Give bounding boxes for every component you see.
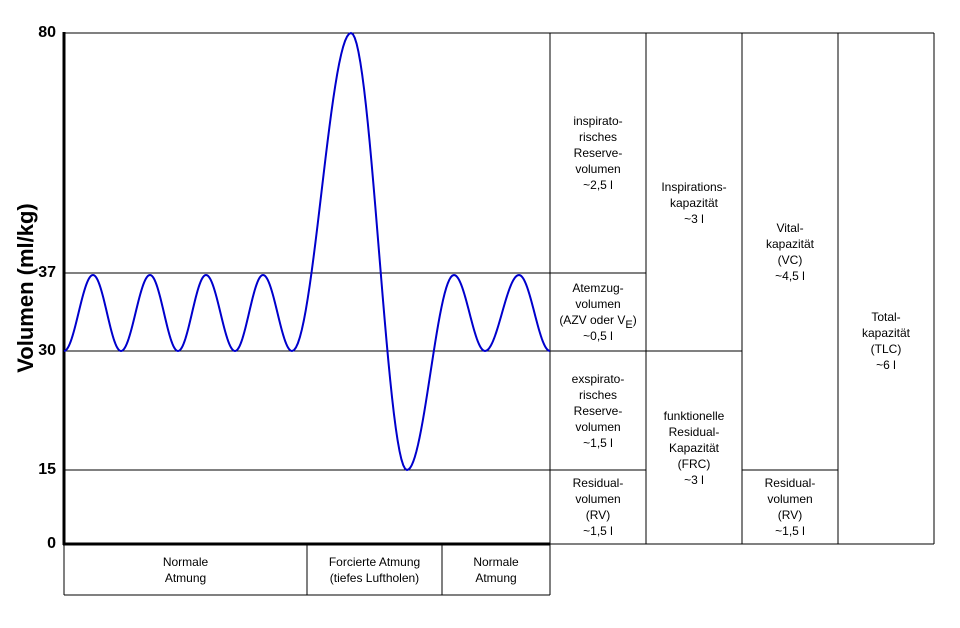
cell-text-part: ): [632, 313, 637, 327]
cell-total-lung-capacity: Total-kapazität(TLC)~6 l: [838, 33, 934, 628]
cell-text-line: Normale: [162, 554, 209, 569]
cell-text-line: Atmung: [475, 570, 517, 585]
cell-inspiratory-capacity: Inspirations-kapazität ~3 l: [646, 33, 742, 373]
cell-text-line: ~2,5 l: [583, 178, 613, 192]
cell-text-line: Residual-: [668, 424, 720, 439]
y-axis-title: Volumen (ml/kg): [13, 203, 38, 373]
cell-text-line: volumen: [767, 492, 813, 506]
tick-0: 0: [47, 535, 56, 552]
cell-text-line: Forcierte Atmung: [328, 554, 421, 569]
tick-30: 30: [38, 342, 56, 359]
cell-text-line: Residual-: [764, 476, 816, 490]
cell-text-line: (AZV oder VE): [559, 312, 637, 331]
tick-80: 80: [38, 24, 56, 41]
cell-text-line: (RV): [777, 508, 803, 522]
cell-text-line: volumen: [575, 297, 621, 311]
cell-vital-capacity: Vital-kapazität(VC)~4,5 l: [742, 33, 838, 470]
cell-text-line: ~4,5 l: [775, 268, 805, 283]
cell-text-line: Kapazität: [668, 440, 720, 455]
cell-text-line: exspirato-: [571, 371, 625, 386]
cell-text-line: Reserve-: [573, 403, 623, 418]
cell-text-line: risches: [578, 387, 617, 402]
cell-text-line: ~1,5 l: [583, 524, 613, 538]
cell-residual-volume-2: Residual-volumen (RV) ~1,5 l: [742, 470, 838, 544]
cell-text-line: funktionelle: [663, 408, 725, 423]
cell-text-line: kapazität: [861, 325, 911, 340]
cell-text-line: (tiefes Luftholen): [329, 570, 420, 585]
cell-text-line: Inspirations-: [661, 180, 727, 194]
cell-text-line: Residual-: [572, 476, 624, 490]
cell-text-line: (RV): [585, 508, 611, 522]
cell-text-line: volumen: [575, 419, 621, 434]
cell-text-line: ~3 l: [684, 472, 704, 487]
volume-curve: [63, 31, 551, 472]
tick-15: 15: [38, 461, 56, 478]
cell-text-line: kapazität: [765, 236, 815, 251]
cell-text-line: Reserve-: [573, 146, 623, 160]
cell-text-line: risches: [578, 130, 617, 144]
cell-text-line: Normale: [473, 554, 519, 569]
cell-text-line: volumen: [575, 162, 621, 176]
cell-text-line: kapazität: [669, 196, 719, 210]
tick-37: 37: [38, 264, 56, 281]
cell-text-line: ~3 l: [684, 212, 704, 226]
cell-tidal-volume: Atemzug-volumen(AZV oder VE)~0,5 l: [550, 273, 646, 351]
cell-text-line: ~0,5 l: [583, 329, 613, 343]
cell-text-line: volumen: [575, 492, 621, 506]
phase-forced-breathing: Forcierte Atmung(tiefes Luftholen): [307, 544, 442, 595]
cell-residual-volume: Residual-volumen (RV) ~1,5 l: [550, 470, 646, 544]
cell-text-part: (AZV oder V: [559, 313, 626, 327]
cell-text-line: (TLC): [870, 341, 902, 356]
cell-text-line: inspirato-: [573, 114, 623, 128]
cell-text-line: (VC): [777, 252, 803, 267]
cell-text-line: Total-: [871, 309, 901, 324]
cell-text-line: ~6 l: [876, 357, 896, 372]
cell-text-line: Atmung: [164, 570, 207, 585]
cell-text-line: ~1,5 l: [775, 524, 805, 538]
cell-text-line: (FRC): [677, 456, 711, 471]
cell-text-line: ~1,5 l: [583, 435, 613, 450]
cell-text-part: E: [625, 319, 633, 331]
cell-text-line: Vital-: [776, 220, 804, 235]
cell-text-line: Atemzug-: [572, 281, 624, 295]
